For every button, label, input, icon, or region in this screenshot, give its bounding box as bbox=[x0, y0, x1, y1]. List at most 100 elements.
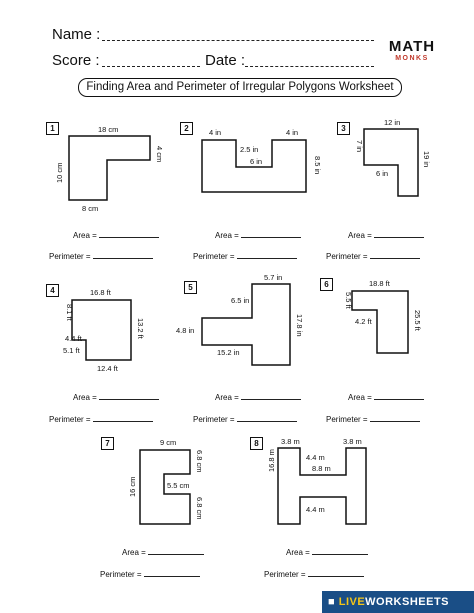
area-answer-3: Area = bbox=[348, 229, 425, 240]
perimeter-input-6[interactable] bbox=[369, 413, 420, 422]
figure-6-label: 25.5 ft bbox=[413, 310, 422, 332]
figure-8-shape bbox=[277, 447, 367, 525]
perimeter-input-1[interactable] bbox=[92, 250, 153, 259]
area-answer-4: Area = bbox=[73, 391, 160, 402]
figure-1-label: 4 cm bbox=[155, 146, 164, 162]
worksheet-title: Finding Area and Perimeter of Irregular … bbox=[78, 78, 402, 97]
figure-8-label: 4.4 m bbox=[306, 505, 325, 514]
area-answer-8: Area = bbox=[286, 546, 369, 557]
figure-number-5: 5 bbox=[184, 281, 197, 294]
perimeter-answer-8: Perimeter = bbox=[264, 568, 364, 579]
liveworksheets-banner[interactable]: ■ LIVEWORKSHEETS bbox=[322, 591, 474, 613]
area-input-1[interactable] bbox=[99, 229, 160, 238]
figure-4-label: 5.1 ft bbox=[63, 346, 81, 355]
perimeter-label: Perimeter = bbox=[193, 252, 235, 261]
area-label: Area = bbox=[73, 231, 97, 240]
figure-2-label: 4 in bbox=[286, 128, 298, 137]
area-input-2[interactable] bbox=[241, 229, 302, 238]
area-input-8[interactable] bbox=[312, 546, 369, 555]
figure-number-2: 2 bbox=[180, 122, 193, 135]
figure-4-label: 16.8 ft bbox=[90, 288, 112, 297]
perimeter-label: Perimeter = bbox=[264, 570, 306, 579]
area-label: Area = bbox=[215, 393, 239, 402]
score-label: Score : bbox=[52, 52, 100, 69]
area-input-4[interactable] bbox=[99, 391, 160, 400]
perimeter-input-5[interactable] bbox=[236, 413, 297, 422]
figure-2-label: 2.5 in bbox=[240, 145, 258, 154]
area-label: Area = bbox=[348, 231, 372, 240]
perimeter-answer-7: Perimeter = bbox=[100, 568, 200, 579]
figure-8-label: 3.8 m bbox=[343, 437, 362, 446]
figure-8-label: 16.8 m bbox=[267, 449, 276, 472]
brand-logo-subtext: MONKS bbox=[395, 55, 429, 62]
area-answer-7: Area = bbox=[122, 546, 205, 557]
perimeter-input-4[interactable] bbox=[92, 413, 153, 422]
figure-3-label: 12 in bbox=[384, 118, 400, 127]
date-field[interactable] bbox=[245, 66, 374, 67]
figure-1-label: 8 cm bbox=[82, 204, 98, 213]
area-answer-2: Area = bbox=[215, 229, 302, 240]
figure-5-label: 17.8 in bbox=[295, 314, 304, 337]
perimeter-answer-3: Perimeter = bbox=[326, 250, 420, 261]
liveworksheets-logo-icon: ■ bbox=[328, 596, 336, 608]
figure-number-7: 7 bbox=[101, 437, 114, 450]
perimeter-answer-2: Perimeter = bbox=[193, 250, 297, 261]
perimeter-input-3[interactable] bbox=[369, 250, 420, 259]
area-input-3[interactable] bbox=[374, 229, 425, 238]
perimeter-answer-6: Perimeter = bbox=[326, 413, 420, 424]
area-input-6[interactable] bbox=[374, 391, 425, 400]
figure-number-8: 8 bbox=[250, 437, 263, 450]
perimeter-label: Perimeter = bbox=[193, 415, 235, 424]
figure-7-label: 6.8 cm bbox=[195, 450, 204, 473]
figure-6-label: 5.5 ft bbox=[344, 292, 353, 310]
area-input-5[interactable] bbox=[241, 391, 302, 400]
figure-6-label: 4.2 ft bbox=[355, 317, 373, 326]
figure-8-label: 4.4 m bbox=[306, 453, 325, 462]
perimeter-label: Perimeter = bbox=[100, 570, 142, 579]
figure-3-shape bbox=[363, 128, 419, 197]
area-label: Area = bbox=[215, 231, 239, 240]
figure-4-shape bbox=[71, 299, 132, 361]
perimeter-input-8[interactable] bbox=[307, 568, 364, 577]
area-label: Area = bbox=[286, 548, 310, 557]
figure-4-label: 8.1 ft bbox=[65, 304, 74, 322]
figure-1-label: 18 cm bbox=[98, 125, 118, 134]
name-field[interactable] bbox=[102, 40, 374, 41]
perimeter-label: Perimeter = bbox=[49, 415, 91, 424]
figure-7-shape bbox=[139, 449, 191, 525]
score-field[interactable] bbox=[102, 66, 200, 67]
figure-2-label: 8.5 in bbox=[313, 156, 322, 174]
area-input-7[interactable] bbox=[148, 546, 205, 555]
area-label: Area = bbox=[348, 393, 372, 402]
figure-2-label: 6 in bbox=[250, 157, 262, 166]
figure-8-label: 8.8 m bbox=[312, 464, 331, 473]
figure-2-label: 4 in bbox=[209, 128, 221, 137]
area-label: Area = bbox=[122, 548, 146, 557]
area-answer-5: Area = bbox=[215, 391, 302, 402]
figure-6-shape bbox=[351, 290, 409, 354]
figure-3-label: 7 in bbox=[355, 140, 364, 152]
figure-7-label: 16 cm bbox=[128, 477, 137, 497]
figure-5-shape bbox=[201, 283, 291, 366]
figure-8-label: 3.8 m bbox=[281, 437, 300, 446]
perimeter-input-7[interactable] bbox=[143, 568, 200, 577]
perimeter-answer-4: Perimeter = bbox=[49, 413, 153, 424]
perimeter-label: Perimeter = bbox=[326, 415, 368, 424]
brand-logo-text: MATH bbox=[388, 38, 436, 55]
figure-7-label: 6.8 cm bbox=[195, 497, 204, 520]
figure-7-label: 9 cm bbox=[160, 438, 176, 447]
figure-7-label: 5.5 cm bbox=[167, 481, 190, 490]
figure-2-shape bbox=[201, 139, 307, 193]
figure-number-1: 1 bbox=[46, 122, 59, 135]
figure-number-4: 4 bbox=[46, 284, 59, 297]
perimeter-input-2[interactable] bbox=[236, 250, 297, 259]
banner-brand-a: LIVE bbox=[338, 596, 366, 608]
figure-number-6: 6 bbox=[320, 278, 333, 291]
figure-3-label: 6 in bbox=[376, 169, 388, 178]
perimeter-label: Perimeter = bbox=[326, 252, 368, 261]
figure-4-label: 12.4 ft bbox=[97, 364, 119, 373]
brand-logo: MATH MONKS bbox=[382, 38, 442, 62]
perimeter-label: Perimeter = bbox=[49, 252, 91, 261]
figure-4-label: 4.4 ft bbox=[65, 334, 83, 343]
